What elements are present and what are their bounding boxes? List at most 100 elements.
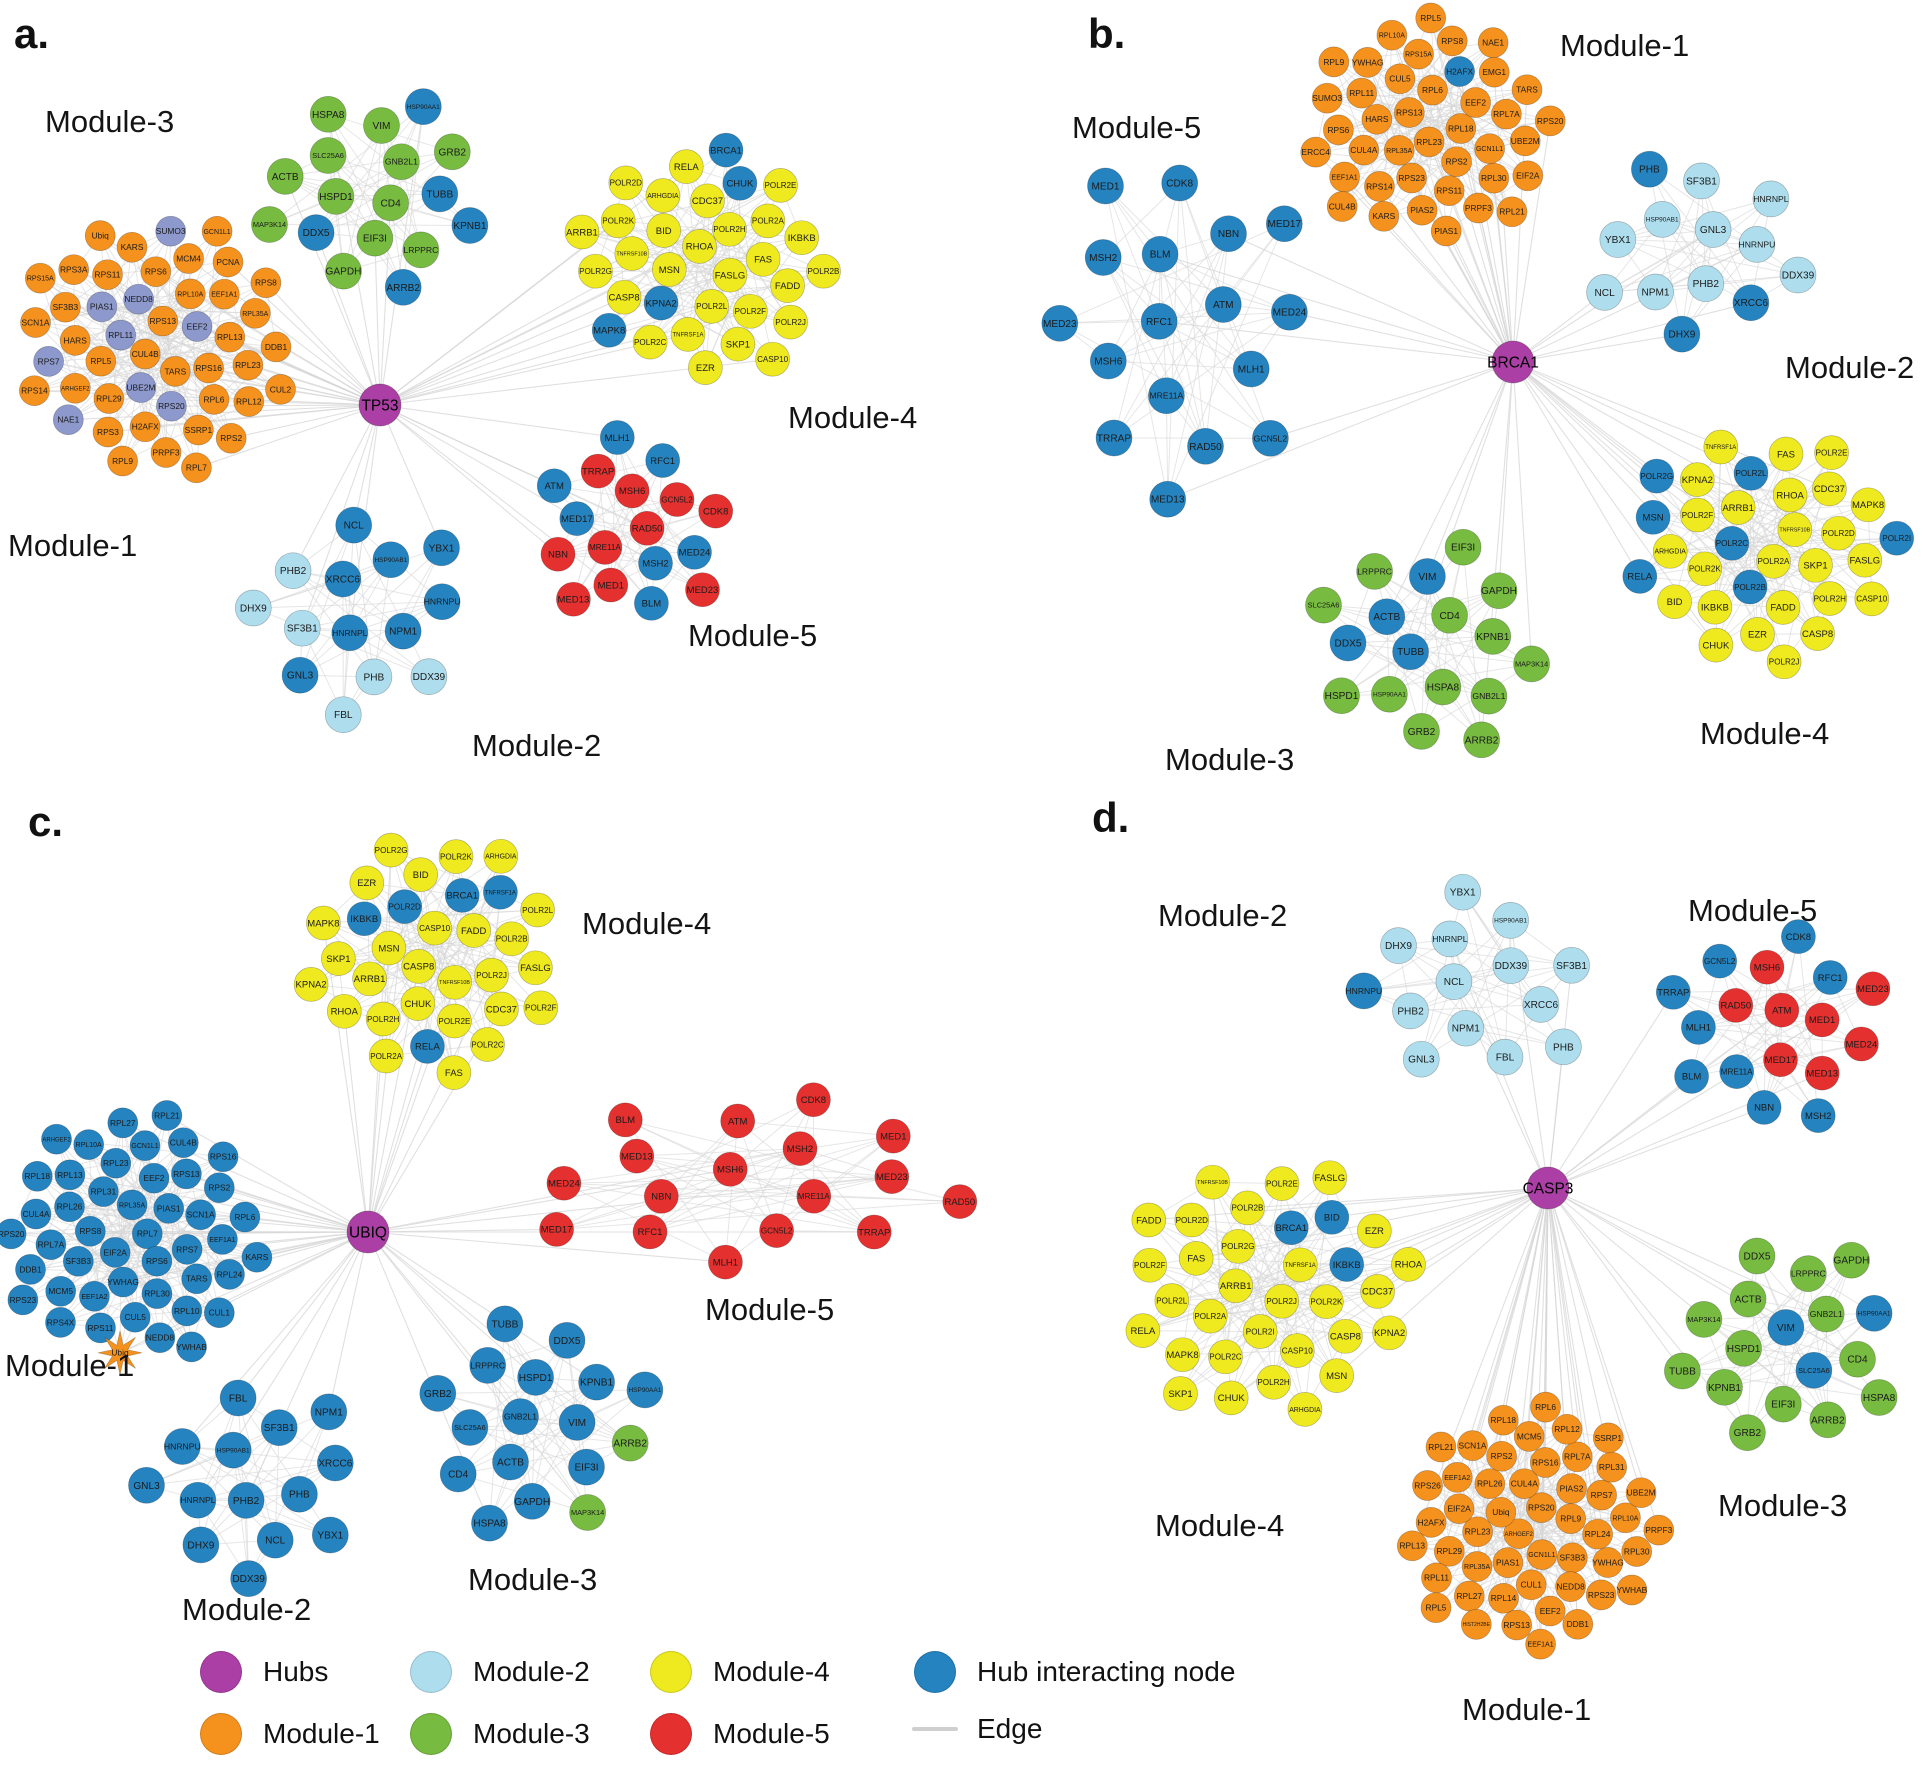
node-HNRNPL xyxy=(331,614,369,652)
node-CUL4B xyxy=(167,1127,199,1159)
edge xyxy=(1661,219,1752,304)
node-label: NCL xyxy=(1594,288,1615,299)
hub-edge xyxy=(1547,1187,1827,1315)
node-label: POLR2E xyxy=(1266,1179,1299,1188)
node-MSH6 xyxy=(712,1151,748,1187)
node-label: SSRP1 xyxy=(185,425,213,435)
node-label: MLH1 xyxy=(605,433,630,444)
edge xyxy=(1681,180,1702,335)
node-MED1 xyxy=(875,1118,911,1154)
node-FAS xyxy=(436,1055,472,1090)
edge xyxy=(1421,964,1572,1060)
edge xyxy=(799,1148,875,1233)
node-label: TRRAP xyxy=(858,1227,890,1238)
node-POLR2E xyxy=(763,168,798,203)
hub-edge xyxy=(1547,1187,1683,1372)
hub-edge xyxy=(1336,1187,1549,1377)
node-label: MED23 xyxy=(1857,984,1889,995)
node-label: RPS16 xyxy=(195,363,222,373)
node-label: POLR2C xyxy=(1209,1353,1242,1362)
node-label: H2AFX xyxy=(1418,1517,1445,1527)
labels-layer: a.Module-3Module-1Module-4Module-5Module… xyxy=(8,10,917,763)
node-label: DHX9 xyxy=(1385,941,1412,952)
edge xyxy=(581,231,788,287)
node-label: RPS7 xyxy=(176,1244,198,1254)
node-label: RAD50 xyxy=(1720,1001,1751,1012)
node-MED1 xyxy=(593,567,629,603)
node-PIAS1 xyxy=(1492,1547,1524,1578)
node-RFC1 xyxy=(1140,302,1178,340)
node-label: MAP3K14 xyxy=(253,220,286,229)
hub-edge xyxy=(186,1231,369,1312)
node-label: POLR2F xyxy=(1682,511,1714,520)
node-RPL23 xyxy=(232,349,264,381)
hub-edge xyxy=(1270,361,1514,439)
node-CASP8 xyxy=(606,279,642,315)
hub-edge xyxy=(1431,89,1514,363)
node-label: HNRNPL xyxy=(1753,194,1789,204)
hub-edge xyxy=(379,258,764,406)
legend-item-module3: Module-3 xyxy=(407,1713,590,1755)
node-POLR2D xyxy=(387,889,423,924)
node-RPS16 xyxy=(193,352,224,384)
node-label: GRB2 xyxy=(424,1389,452,1400)
node-HIST2H2BE xyxy=(1460,1609,1492,1640)
node-PHB2 xyxy=(1392,992,1429,1030)
edge xyxy=(1720,446,1785,662)
hub-node-BRCA1 xyxy=(1491,340,1535,384)
node-MED17 xyxy=(539,1212,574,1247)
node-SKP1 xyxy=(720,326,756,362)
hub-label-BRCA1: BRCA1 xyxy=(1487,354,1539,371)
node-label: VIM xyxy=(1418,572,1436,583)
node-RELA xyxy=(1125,1313,1161,1348)
hub-edge xyxy=(1159,253,1514,363)
node-label: RPL10A xyxy=(76,1142,102,1149)
node-POLR2C xyxy=(1714,525,1750,561)
node-label: TARS xyxy=(164,366,186,376)
node-GCN1L1 xyxy=(1526,1539,1558,1570)
node-label: CDK8 xyxy=(703,506,728,517)
node-GCN5L2 xyxy=(759,1213,794,1248)
edge xyxy=(510,1381,597,1463)
node-PRPF3 xyxy=(1643,1514,1675,1546)
node-RFC1 xyxy=(632,1214,668,1250)
node-SF3B3 xyxy=(50,291,81,323)
node-CUL2 xyxy=(265,374,296,405)
node-POLR2A xyxy=(750,203,786,239)
node-KPNB1 xyxy=(1474,618,1512,655)
node-NPM1 xyxy=(310,1393,348,1431)
node-label: SKP1 xyxy=(726,339,750,350)
edge xyxy=(487,1365,589,1513)
node-label: GCN5L2 xyxy=(1704,957,1736,966)
node-label: TNFRSF1A xyxy=(485,890,516,896)
edge xyxy=(353,525,375,677)
node-DDX5 xyxy=(548,1322,586,1359)
node-CDC37 xyxy=(1360,1274,1395,1309)
module-label-module-4: Module-4 xyxy=(582,906,711,941)
edge xyxy=(418,966,455,1073)
hub-edge xyxy=(379,404,443,549)
node-label: PIAS1 xyxy=(90,302,114,312)
node-label: RPL5 xyxy=(1420,13,1441,23)
hub-edge xyxy=(1547,1075,1692,1189)
node-ARHGEF2 xyxy=(59,372,91,404)
module-label-module-1: Module-1 xyxy=(8,528,137,563)
node-label: POLR2B xyxy=(496,935,528,944)
edge xyxy=(597,470,652,604)
node-FAS xyxy=(1768,436,1804,472)
module3-swatch-icon xyxy=(410,1713,452,1755)
node-label: YWHAG xyxy=(1352,57,1384,67)
node-label: RPS15A xyxy=(27,276,54,283)
node-label: RAD50 xyxy=(1189,442,1222,453)
node-label: POLR2H xyxy=(713,225,746,234)
node-label: POLR2G xyxy=(375,846,408,855)
node-label: HNRNPU xyxy=(164,1442,201,1452)
node-NAE1 xyxy=(52,404,84,436)
node-label: SLC25A6 xyxy=(312,151,344,160)
node-RPS13 xyxy=(171,1158,202,1190)
node-RPL12 xyxy=(1551,1413,1583,1445)
hub-edge xyxy=(265,282,381,406)
module-label-module-4: Module-4 xyxy=(1155,1508,1284,1543)
node-label: MSN xyxy=(378,943,399,954)
node-RPL31 xyxy=(88,1176,119,1207)
